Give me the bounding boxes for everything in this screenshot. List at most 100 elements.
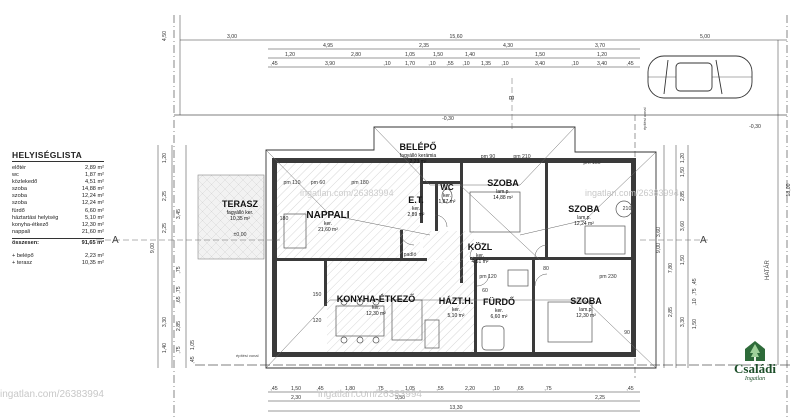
room-schedule-row: közlekedő 4,51 m² xyxy=(12,179,104,186)
room-schedule-name: wc xyxy=(12,172,19,179)
room-schedule-name: fürdő xyxy=(12,207,25,214)
room-area: 12,24 m² xyxy=(574,221,594,227)
dim-bottom-row2: 3,50 xyxy=(395,395,405,401)
dim-top-row1: 4,30 xyxy=(503,43,513,49)
window-opening: pm 180 xyxy=(351,180,368,186)
room-schedule-name: szoba xyxy=(12,186,27,193)
hatar-label: HATÁR xyxy=(764,259,771,280)
room-schedule-area: 12,24 m² xyxy=(81,200,104,207)
room-name: FÜRDŐ xyxy=(483,296,515,307)
room-name: BELÉPŐ xyxy=(399,141,436,152)
window-opening: pm 230 xyxy=(599,274,616,280)
watermark-bottom-mid: ingatlan.com/26383994 xyxy=(318,389,422,400)
dim-top-row3: 1,35 xyxy=(481,61,491,67)
level-mark: ±0,00 xyxy=(234,232,247,238)
dim-far-right: 18,00 xyxy=(786,183,792,196)
dim-bottom-row2: 2,30 xyxy=(291,395,301,401)
dim-right: 2,85 xyxy=(668,307,674,317)
window-size: 150 xyxy=(313,292,322,298)
dim-top-row2: 1,50 xyxy=(535,52,545,58)
window-size: 210 xyxy=(623,206,632,212)
dim-bottom-row1: ,65 xyxy=(516,386,523,392)
dim-right: 1,50 xyxy=(692,319,698,329)
dim-right: 1,50 xyxy=(680,255,686,265)
logo-name: Családi xyxy=(734,361,776,376)
dim-top-row2: 1,20 xyxy=(597,52,607,58)
room-name: KONYHA-ÉTKEZŐ xyxy=(337,293,416,304)
room-schedule-area: 5,10 m² xyxy=(85,214,104,221)
dim-bottom-row1: ,10 xyxy=(492,386,499,392)
dim-bottom-row1: ,75 xyxy=(376,386,383,392)
room-schedule-name: előtér xyxy=(12,165,26,171)
room-schedule-name: konyha-étkező xyxy=(12,221,49,228)
window-size: 120 xyxy=(313,318,322,324)
total-label: összesen: xyxy=(12,239,40,246)
room-schedule-name: közlekedő xyxy=(12,179,38,186)
dim-right: 3,60 xyxy=(656,227,662,237)
room-name: NAPPALI xyxy=(306,210,349,221)
room-area: 21,60 m² xyxy=(318,227,338,233)
room-floor: fagyálló ker. xyxy=(227,210,254,216)
dim-top-row3: 3,40 xyxy=(535,61,545,67)
room-floor: ker. xyxy=(372,305,380,311)
company-logo: Családi Ingatlan xyxy=(722,340,788,382)
furniture xyxy=(283,188,633,351)
dim-left: 1,05 xyxy=(190,340,196,350)
room-schedule-name: szoba xyxy=(12,200,27,207)
dim-top-row3: ,10 xyxy=(383,61,390,67)
room-schedule-extra-name: + belépő xyxy=(12,253,34,260)
dim-right: ,10 xyxy=(692,298,698,305)
dim-bottom-row1: ,45 xyxy=(316,386,323,392)
watermark-right: ingatlan.com/26383994 xyxy=(585,188,679,198)
room-area: 4,51 m² xyxy=(472,259,489,265)
watermark-bottom-left: ingatlan.com/26383994 xyxy=(0,389,104,400)
room-floor: ker. xyxy=(324,221,332,227)
terrace-floor xyxy=(197,174,265,260)
dim-right: 1,50 xyxy=(680,167,686,177)
room-schedule-extra-area: 2,23 m² xyxy=(85,253,104,260)
room-name: SZOBA xyxy=(487,178,519,188)
dim-bottom-row1: 1,05 xyxy=(405,386,415,392)
room-floor: ker. xyxy=(412,206,420,212)
dim-left: ,75 xyxy=(176,346,182,353)
floor-label: padló xyxy=(404,252,417,258)
room-schedule-area: 4,51 m² xyxy=(85,179,104,186)
dim-right: 2,85 xyxy=(680,191,686,201)
dim-bottom-row1: ,55 xyxy=(436,386,443,392)
dim-right: ,45 xyxy=(692,278,698,285)
dim-left: ,45 xyxy=(190,356,196,363)
dim-top-total: 15,60 xyxy=(450,34,463,40)
room-floor: lam.p. xyxy=(577,215,591,221)
room-schedule-area: 12,30 m² xyxy=(81,221,104,228)
dim-left: ,75 xyxy=(176,266,182,273)
room-schedule-title: HELYISÉGLISTA xyxy=(12,150,104,162)
dim-top-row3: ,10 xyxy=(428,61,435,67)
room-schedule-row: nappali 21,60 m² xyxy=(12,229,104,236)
room-name: E.T. xyxy=(408,195,424,205)
roof-hip-lines xyxy=(265,126,657,369)
room-floor: lam.p. xyxy=(496,189,510,195)
room-hatching xyxy=(277,163,474,352)
dim-bottom-row1: ,45 xyxy=(626,386,633,392)
dim-left: 2,85 xyxy=(176,321,182,331)
epitesi-vonal-right: építési vonal xyxy=(642,107,647,130)
dim-right: 1,20 xyxy=(680,153,686,163)
epitesi-vonal-bottom: építési vonal xyxy=(236,353,259,358)
dim-top-row2: 1,40 xyxy=(465,52,475,58)
room-floor: lam.p. xyxy=(579,307,593,313)
window-size: 80 xyxy=(543,266,549,272)
room-area: 12,30 m² xyxy=(366,311,386,317)
room-schedule-area: 21,60 m² xyxy=(81,228,104,235)
dim-top-row3: 3,90 xyxy=(325,61,335,67)
dim-top-row3: ,10 xyxy=(501,61,508,67)
room-schedule-name: nappali xyxy=(12,228,31,235)
section-a-left: A xyxy=(112,235,119,246)
watermark-mid: ingatlan.com/26383994 xyxy=(300,188,394,198)
room-schedule-total: összesen: 91,65 m² xyxy=(12,237,104,247)
